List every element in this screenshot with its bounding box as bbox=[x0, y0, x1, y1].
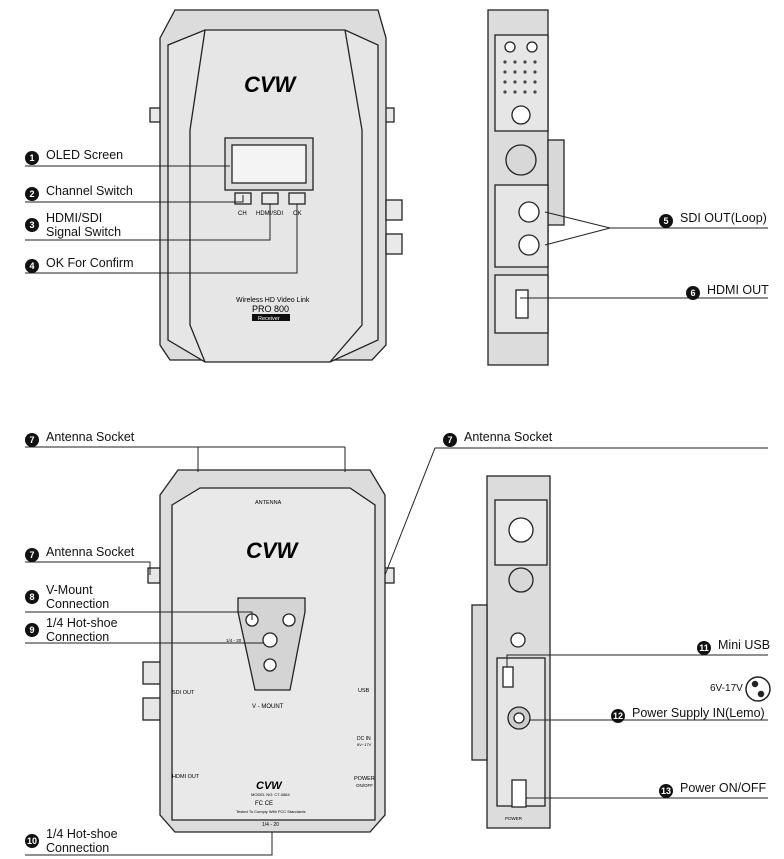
callout-number: 7 bbox=[25, 548, 39, 562]
callout-text: Antenna Socket bbox=[46, 545, 135, 559]
callout-number: 5 bbox=[659, 214, 673, 228]
back-power-sub-text: ON/OFF bbox=[356, 783, 373, 788]
lemo-pin-icon bbox=[745, 676, 771, 702]
callout-number: 3 bbox=[25, 218, 39, 232]
callout-number: 10 bbox=[25, 834, 39, 848]
back-vmount-text: V - MOUNT bbox=[252, 704, 284, 710]
back-hdmi-out-text: HDMI OUT bbox=[172, 774, 200, 780]
callout-text: Power ON/OFF bbox=[680, 781, 767, 795]
callout-number: 12 bbox=[611, 709, 625, 723]
callout-text-line2: Connection bbox=[46, 630, 110, 644]
ok-button[interactable] bbox=[288, 192, 306, 205]
callout-hdmi-out: 6 HDMI OUT bbox=[686, 283, 769, 300]
callout-text-line2: Signal Switch bbox=[46, 225, 122, 239]
back-brand-logo: CVW bbox=[246, 538, 300, 563]
callout-number: 6 bbox=[686, 286, 700, 300]
callout-number: 11 bbox=[697, 641, 711, 655]
callout-number: 8 bbox=[25, 590, 39, 604]
callout-text: Power Supply IN(Lemo) bbox=[632, 706, 765, 720]
voltage-label: 6V-17V bbox=[710, 683, 743, 694]
callout-text-line1: 1/4 Hot-shoe bbox=[46, 616, 118, 630]
back-dc-range-text: 6V~17V bbox=[357, 742, 372, 747]
callout-text: OK For Confirm bbox=[46, 256, 134, 270]
callout-number: 7 bbox=[25, 433, 39, 447]
hdmi-sdi-button[interactable] bbox=[261, 192, 279, 205]
callout-text-line2: Connection bbox=[46, 597, 110, 611]
callout-number: 13 bbox=[659, 784, 673, 798]
front-model: PRO 800 bbox=[252, 304, 289, 314]
front-brand-logo: CVW bbox=[244, 72, 298, 97]
callout-mini-usb: 11 Mini USB bbox=[697, 638, 770, 655]
callout-power-switch: 13 Power ON/OFF bbox=[659, 781, 766, 798]
back-model-no: MODEL NO: CT-0864 bbox=[251, 792, 291, 797]
back-screw-top-text: 1/4 - 20 bbox=[226, 638, 242, 643]
back-dc-in-text: DC IN bbox=[357, 736, 371, 742]
callout-number: 9 bbox=[25, 623, 39, 637]
hdmi-out-port bbox=[515, 289, 529, 319]
callout-text-line1: HDMI/SDI bbox=[46, 211, 103, 225]
back-screw-bottom-text: 1/4 - 20 bbox=[262, 822, 279, 828]
callout-antenna-left: 7 Antenna Socket bbox=[25, 545, 134, 562]
side-view-device-bottom bbox=[471, 475, 551, 829]
callout-text: SDI OUT(Loop) bbox=[680, 211, 767, 225]
callout-ok-confirm: 4 OK For Confirm bbox=[25, 256, 134, 273]
side-power-text: POWER bbox=[505, 816, 523, 821]
callout-text: Channel Switch bbox=[46, 184, 133, 198]
callout-number: 1 bbox=[25, 151, 39, 165]
back-view-device bbox=[142, 469, 395, 833]
back-fcc-note: Tested To Comply With FCC Standards bbox=[236, 809, 306, 814]
callout-text-line1: 1/4 Hot-shoe bbox=[46, 827, 118, 841]
back-small-logo: CVW bbox=[256, 780, 283, 792]
back-antenna-text: ANTENNA bbox=[255, 500, 282, 506]
callout-text: Antenna Socket bbox=[464, 430, 553, 444]
back-sdi-out-text: SDI OUT bbox=[172, 690, 195, 696]
callout-power-supply: 12 Power Supply IN(Lemo) bbox=[611, 706, 765, 723]
callout-number: 4 bbox=[25, 259, 39, 273]
callout-number: 7 bbox=[443, 433, 457, 447]
sdi-out-a-port bbox=[518, 201, 540, 223]
front-ch-text: CH bbox=[238, 211, 247, 217]
side-view-device-top bbox=[487, 9, 565, 366]
leader-lines bbox=[25, 165, 768, 856]
callout-channel-switch: 2 Channel Switch bbox=[25, 184, 133, 201]
front-role: Receiver bbox=[258, 316, 280, 322]
callout-text: OLED Screen bbox=[46, 148, 124, 162]
callout-number: 2 bbox=[25, 187, 39, 201]
hot-shoe-screw-top bbox=[262, 632, 278, 648]
sdi-out-b-port bbox=[518, 234, 540, 256]
side-vent-dots bbox=[503, 60, 537, 94]
callout-oled-screen: 1 OLED Screen bbox=[25, 148, 123, 165]
callout-text: HDMI OUT bbox=[707, 283, 769, 297]
callout-text-line1: V-Mount bbox=[46, 583, 93, 597]
callout-antenna-top: 7 Antenna Socket bbox=[25, 430, 134, 447]
front-model-line: Wireless HD Video Link bbox=[236, 297, 310, 304]
back-power-text: POWER bbox=[354, 776, 375, 782]
mini-usb-port bbox=[502, 666, 514, 688]
power-switch[interactable] bbox=[511, 779, 527, 808]
callout-text: Antenna Socket bbox=[46, 430, 135, 444]
callout-sdi-out: 5 SDI OUT(Loop) bbox=[659, 211, 767, 228]
callout-text: Mini USB bbox=[718, 638, 771, 652]
back-usb-text: USB bbox=[358, 688, 370, 694]
callout-text-line2: Connection bbox=[46, 841, 110, 855]
callout-antenna-right: 7 Antenna Socket bbox=[443, 430, 552, 447]
back-certs: FC CE bbox=[255, 801, 273, 807]
